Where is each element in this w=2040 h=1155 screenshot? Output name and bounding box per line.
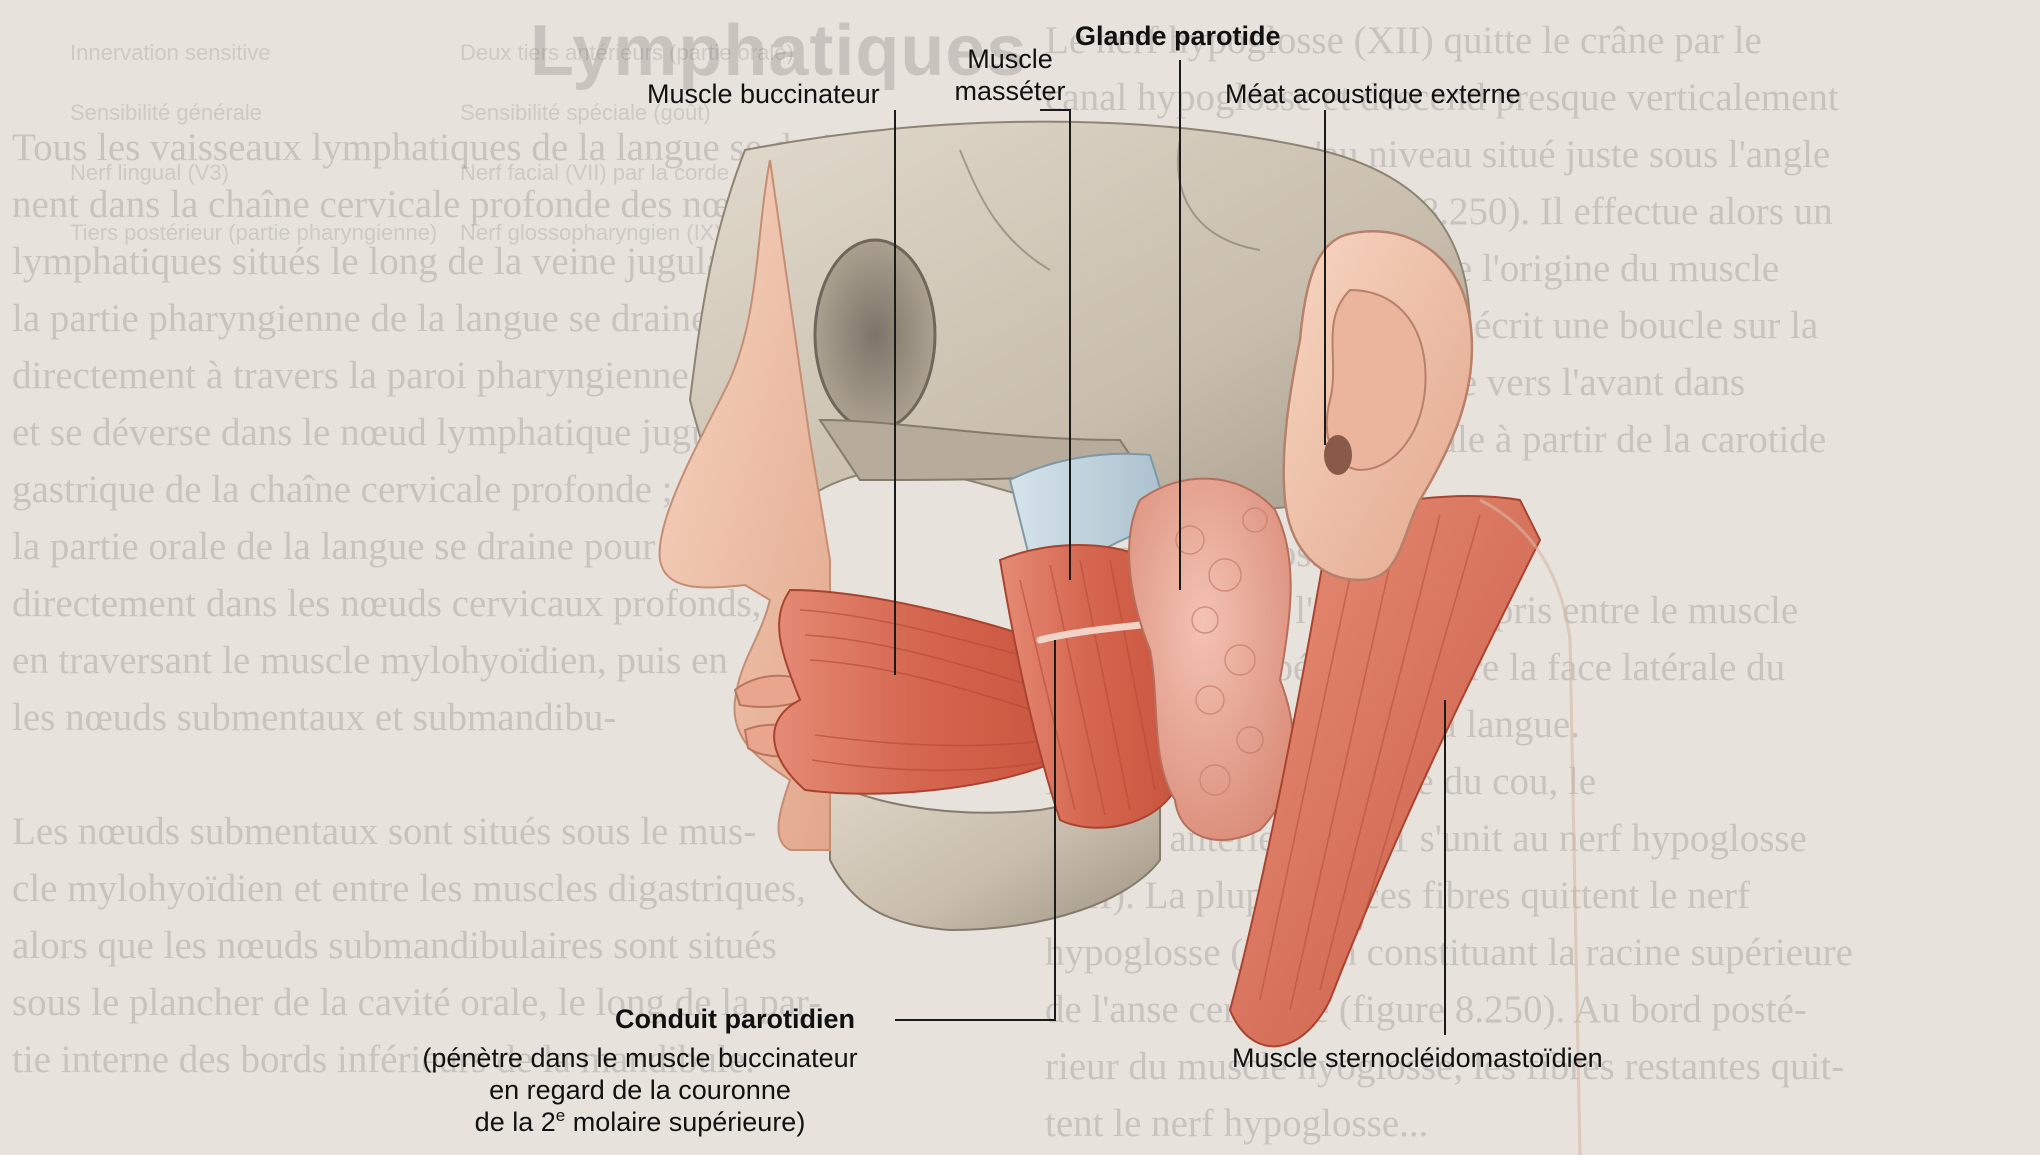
label-conduit-note: (pénètre dans le muscle buccinateur en r… [395,1042,885,1138]
label-muscle-masseter-line2: masséter [945,75,1075,107]
label-muscle-masseter: Muscle masséter [945,43,1075,107]
label-muscle-masseter-line1: Muscle [945,43,1075,75]
label-conduit-parotidien: Conduit parotidien [615,1003,855,1035]
label-conduit-note-line2: en regard de la couronne [395,1074,885,1106]
label-glande-parotide: Glande parotide [1075,20,1281,52]
label-muscle-buccinateur: Muscle buccinateur [647,78,880,110]
external-acoustic-meatus [1324,435,1352,475]
label-conduit-note-line1: (pénètre dans le muscle buccinateur [395,1042,885,1074]
label-meat-acoustique-externe: Méat acoustique externe [1225,78,1521,110]
label-conduit-note-line3: de la 2e molaire supérieure) [395,1106,885,1138]
label-muscle-sternocleidomastoidien: Muscle sternocléidomastoïdien [1232,1042,1603,1074]
orbit [815,240,935,430]
